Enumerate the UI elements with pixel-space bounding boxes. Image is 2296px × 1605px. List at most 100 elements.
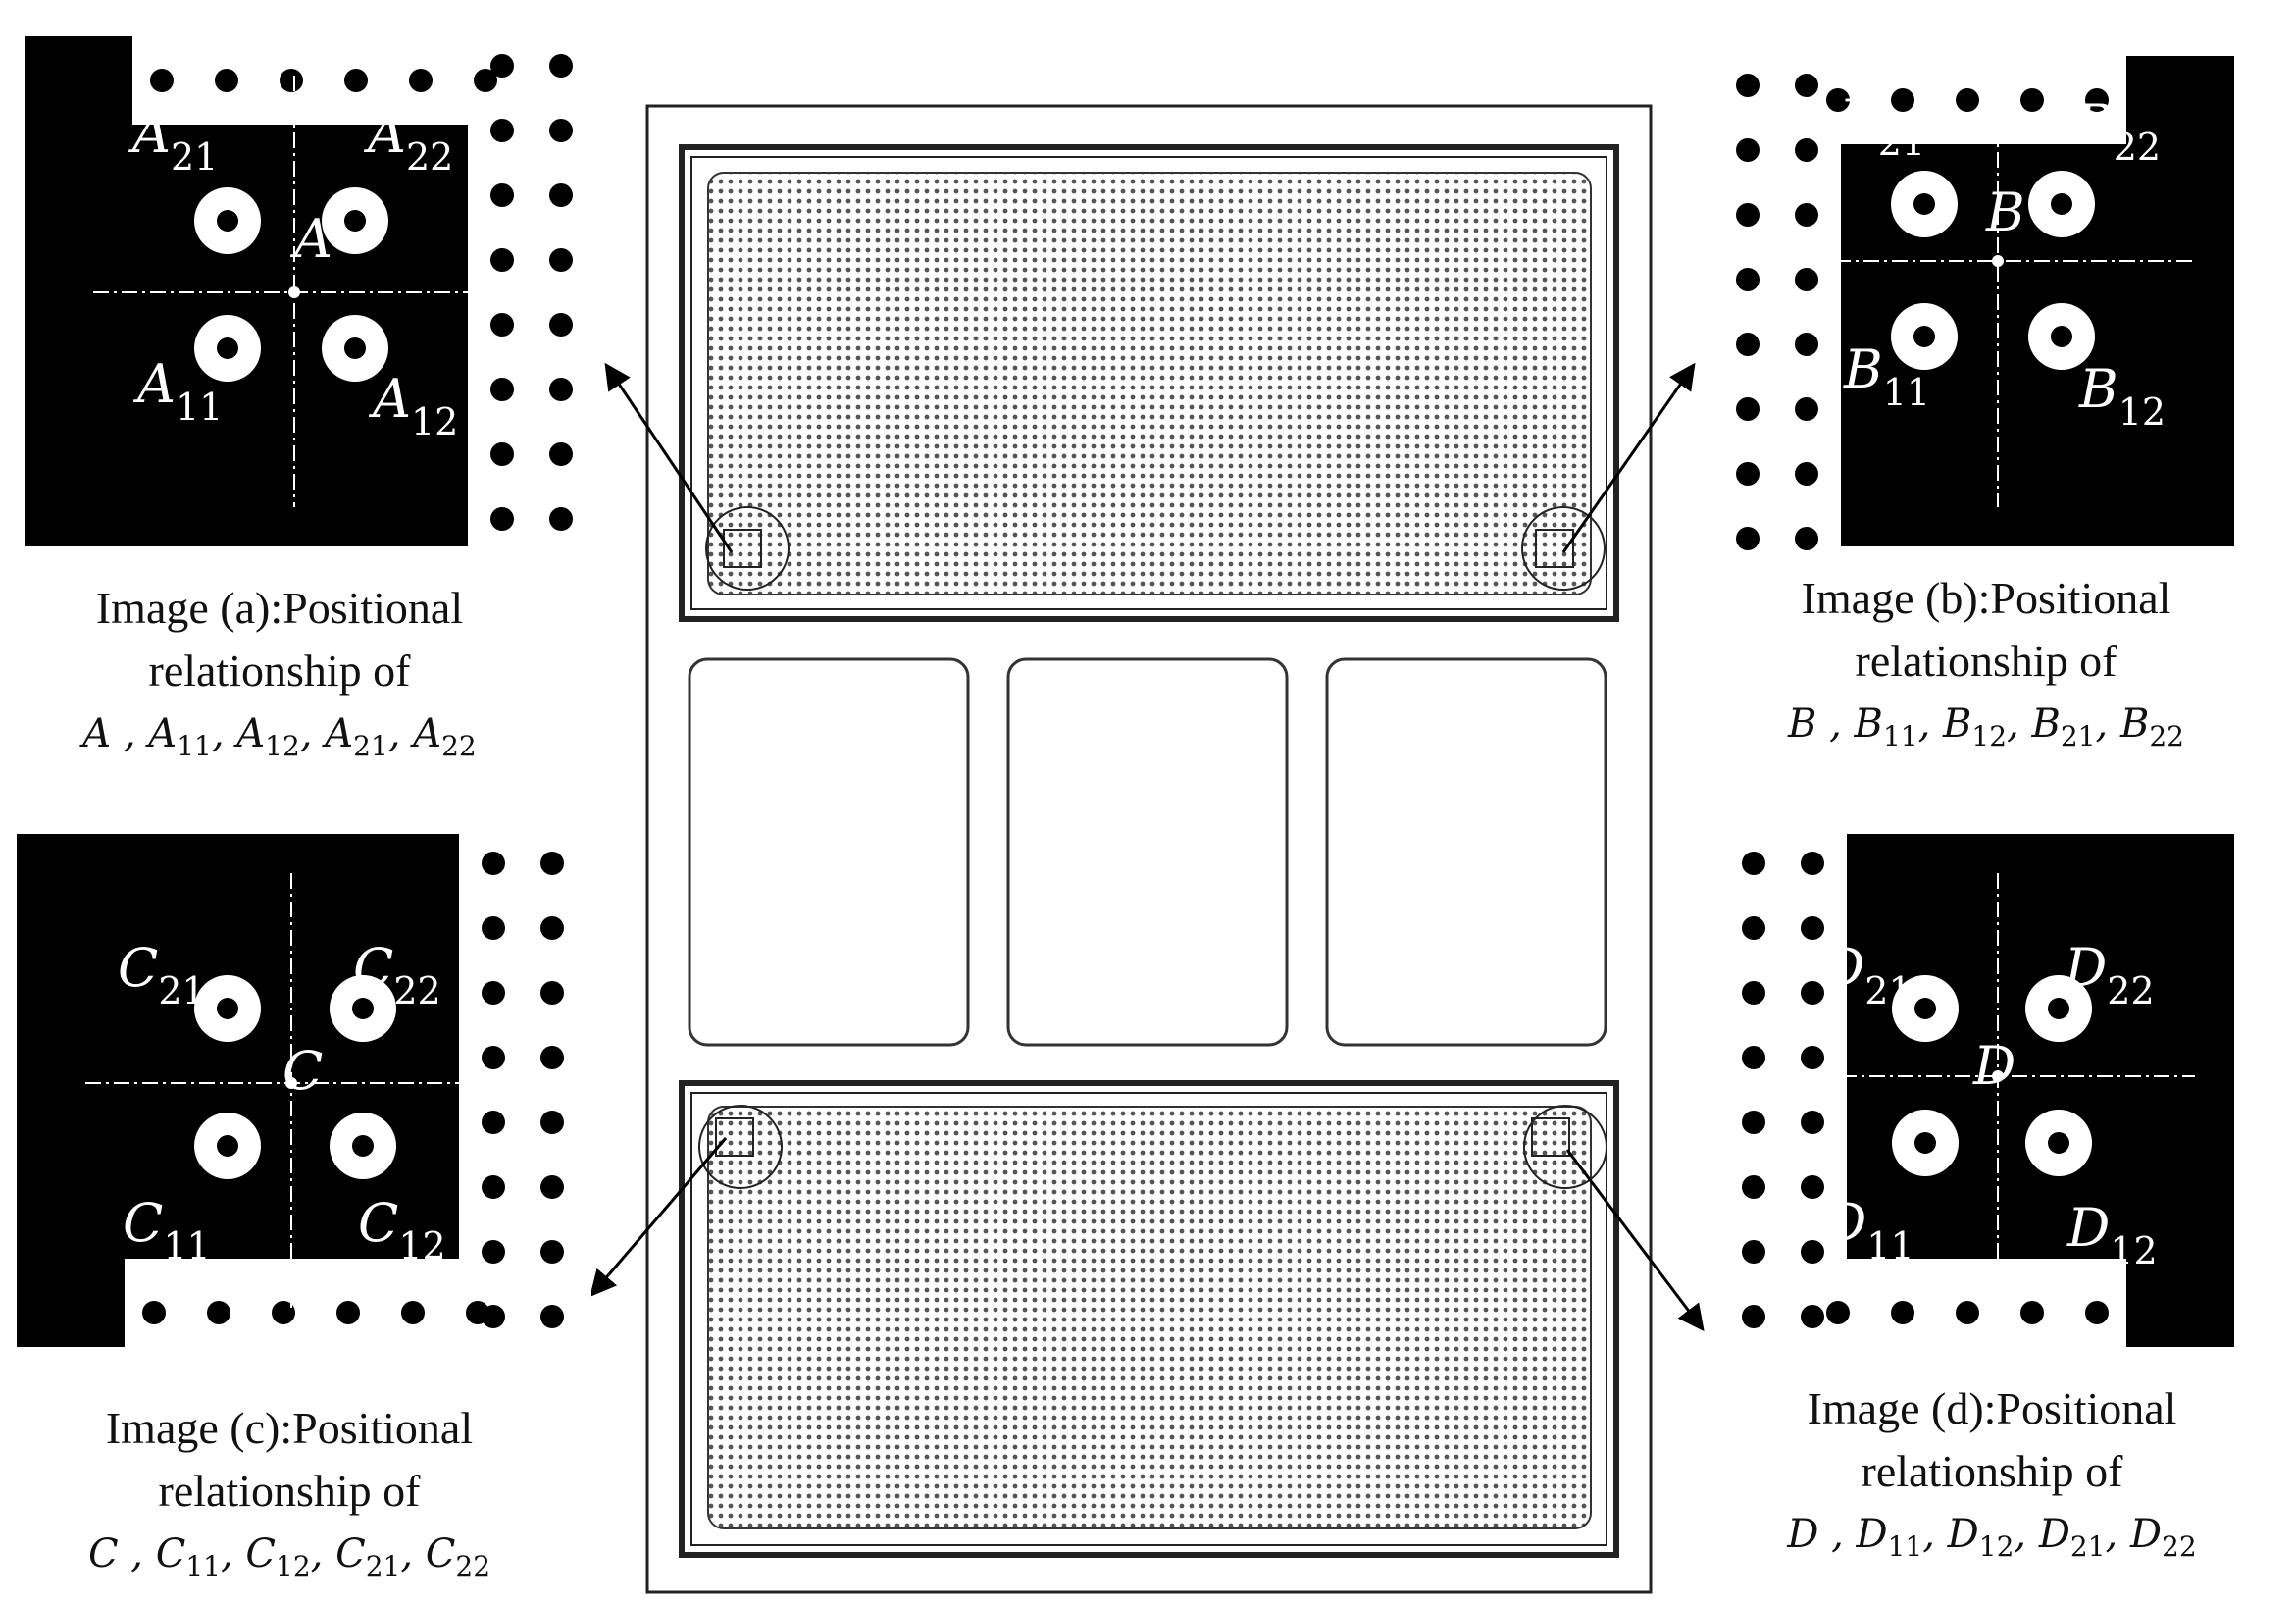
fiducial-hole bbox=[352, 998, 374, 1019]
pad-dot bbox=[1795, 527, 1818, 550]
corner-highlight-c bbox=[698, 1105, 783, 1189]
pad-dot bbox=[1801, 852, 1824, 875]
arrow-to-panel-a bbox=[604, 362, 734, 553]
fiducial-hole bbox=[2048, 998, 2069, 1019]
pad-dot bbox=[549, 119, 573, 142]
pad-dot bbox=[1801, 981, 1824, 1005]
pad-dot bbox=[1742, 852, 1765, 875]
pad-dot bbox=[540, 1175, 564, 1199]
pad-dot bbox=[2020, 88, 2044, 112]
pad-dot bbox=[482, 852, 505, 875]
center-point bbox=[1992, 255, 2004, 267]
corner-highlight-a bbox=[705, 506, 790, 591]
caption-c-line1: Image (c):Positional bbox=[105, 1403, 474, 1453]
pad-dot bbox=[1742, 1046, 1765, 1069]
center-label: C bbox=[282, 1040, 323, 1102]
pad-dot bbox=[482, 1111, 505, 1134]
pad-dot bbox=[1801, 1240, 1824, 1264]
pad-dot bbox=[1795, 268, 1818, 291]
pad-dot bbox=[1795, 203, 1818, 227]
pad-dot bbox=[549, 378, 573, 401]
fiducial-hole bbox=[217, 210, 238, 232]
caption-math-term: , A11 bbox=[123, 711, 212, 762]
fiducial-hole bbox=[1914, 998, 1936, 1019]
pad-dot bbox=[482, 1175, 505, 1199]
pad-dot bbox=[2020, 1301, 2044, 1324]
pad-dot bbox=[1801, 1111, 1824, 1134]
middle-slots bbox=[688, 657, 1607, 1047]
pad-dot bbox=[549, 507, 573, 531]
pad-dot bbox=[1742, 1111, 1765, 1134]
slot-left bbox=[688, 657, 970, 1047]
caption-math-lead: D bbox=[1787, 1512, 1832, 1557]
pad-dot bbox=[1956, 88, 1979, 112]
pad-dot bbox=[540, 852, 564, 875]
pad-dot bbox=[401, 1301, 425, 1324]
center-label: B bbox=[1985, 181, 2025, 243]
bottom-dot-array bbox=[679, 1080, 1619, 1558]
pad-dot bbox=[272, 1301, 295, 1324]
caption-b-math: B , B11, B12, B21, B22 bbox=[1726, 693, 2246, 768]
fiducial-hole bbox=[352, 1135, 374, 1157]
top-dot-array bbox=[679, 144, 1619, 622]
fiducial-hole bbox=[344, 210, 366, 232]
pad-dot bbox=[540, 916, 564, 940]
pad-dot bbox=[549, 248, 573, 272]
caption-a-math: A , A11, A12, A21, A22 bbox=[20, 702, 539, 778]
caption-math-lead: A bbox=[82, 711, 124, 756]
pad-dot bbox=[482, 916, 505, 940]
caption-d: Image (d):Positional relationship of D ,… bbox=[1732, 1377, 2252, 1579]
pad-dot bbox=[1891, 1301, 1914, 1324]
pad-dot bbox=[540, 1046, 564, 1069]
pad-dot bbox=[490, 248, 514, 272]
fiducial-hole bbox=[217, 1135, 238, 1157]
fiducial-hole bbox=[2048, 1132, 2069, 1154]
pad-dot bbox=[2085, 88, 2109, 112]
caption-b-line1: Image (b):Positional bbox=[1801, 573, 2171, 623]
arrow-to-panel-c bbox=[589, 1137, 728, 1298]
pad-dot bbox=[1742, 1240, 1765, 1264]
fiducial-hole bbox=[1913, 193, 1935, 215]
pad-dot bbox=[1801, 1305, 1824, 1328]
pad-dot bbox=[490, 119, 514, 142]
caption-math-term: , A22 bbox=[387, 711, 477, 762]
pad-dot bbox=[1795, 138, 1818, 162]
pad-dot bbox=[1736, 268, 1760, 291]
slot-right bbox=[1325, 657, 1607, 1047]
pad-dot bbox=[150, 69, 174, 92]
pad-dot bbox=[1795, 333, 1818, 356]
caption-math-lead: B bbox=[1788, 701, 1830, 747]
pad-dot bbox=[1736, 333, 1760, 356]
caption-math-term: , B11 bbox=[1829, 701, 1918, 752]
arrow-to-panel-b bbox=[1561, 362, 1696, 553]
pad-dot bbox=[344, 69, 368, 92]
caption-math-term: , A12 bbox=[211, 711, 300, 762]
caption-math-term: , B12 bbox=[1917, 701, 2008, 752]
pad-dot bbox=[1801, 1046, 1824, 1069]
pad-dot bbox=[474, 69, 497, 92]
pad-dot bbox=[549, 183, 573, 207]
pad-dot bbox=[336, 1301, 360, 1324]
arrow-to-panel-d bbox=[1565, 1149, 1705, 1332]
pad-dot bbox=[1742, 916, 1765, 940]
pad-dot bbox=[1736, 462, 1760, 486]
pad-dot bbox=[1736, 138, 1760, 162]
caption-d-math: D , D11, D12, D21, D22 bbox=[1732, 1503, 2252, 1579]
pad-dot bbox=[540, 1111, 564, 1134]
caption-b-line2: relationship of bbox=[1855, 636, 2117, 686]
caption-math-term: , B22 bbox=[2095, 701, 2184, 752]
fiducial-hole bbox=[217, 337, 238, 359]
pad-dot bbox=[549, 442, 573, 466]
caption-math-term: , D21 bbox=[2014, 1512, 2106, 1563]
caption-math-term: , D22 bbox=[2105, 1512, 2197, 1563]
point-label: B11 bbox=[1843, 338, 1930, 414]
pad-dot bbox=[280, 69, 303, 92]
caption-math-term: , B21 bbox=[2007, 701, 2096, 752]
caption-math-term: , C21 bbox=[310, 1531, 401, 1582]
pad-dot bbox=[1742, 1175, 1765, 1199]
pad-dot bbox=[540, 981, 564, 1005]
pad-dot bbox=[1891, 88, 1914, 112]
pad-dot bbox=[1736, 74, 1760, 97]
pad-dot bbox=[540, 1305, 564, 1328]
center-label: A bbox=[289, 208, 332, 270]
